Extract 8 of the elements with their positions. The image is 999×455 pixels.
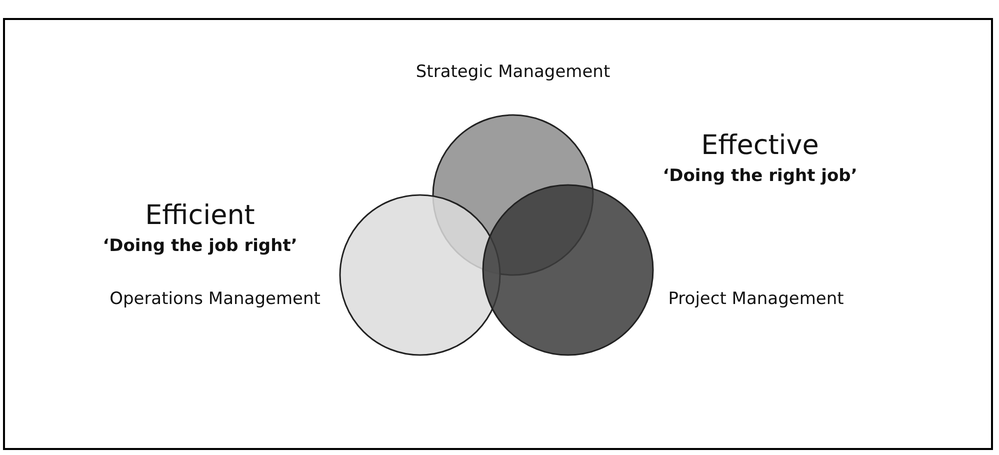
heading-label: Efficient xyxy=(144,200,256,231)
venn-circle xyxy=(482,184,654,356)
circle-label: Project Management xyxy=(667,289,845,309)
circle-label: Strategic Management xyxy=(414,62,612,82)
tagline-label: ‘Doing the right job’ xyxy=(662,166,858,186)
circle-label: Operations Management xyxy=(108,289,322,309)
tagline-label: ‘Doing the job right’ xyxy=(102,236,298,256)
heading-label: Effective xyxy=(700,130,820,161)
